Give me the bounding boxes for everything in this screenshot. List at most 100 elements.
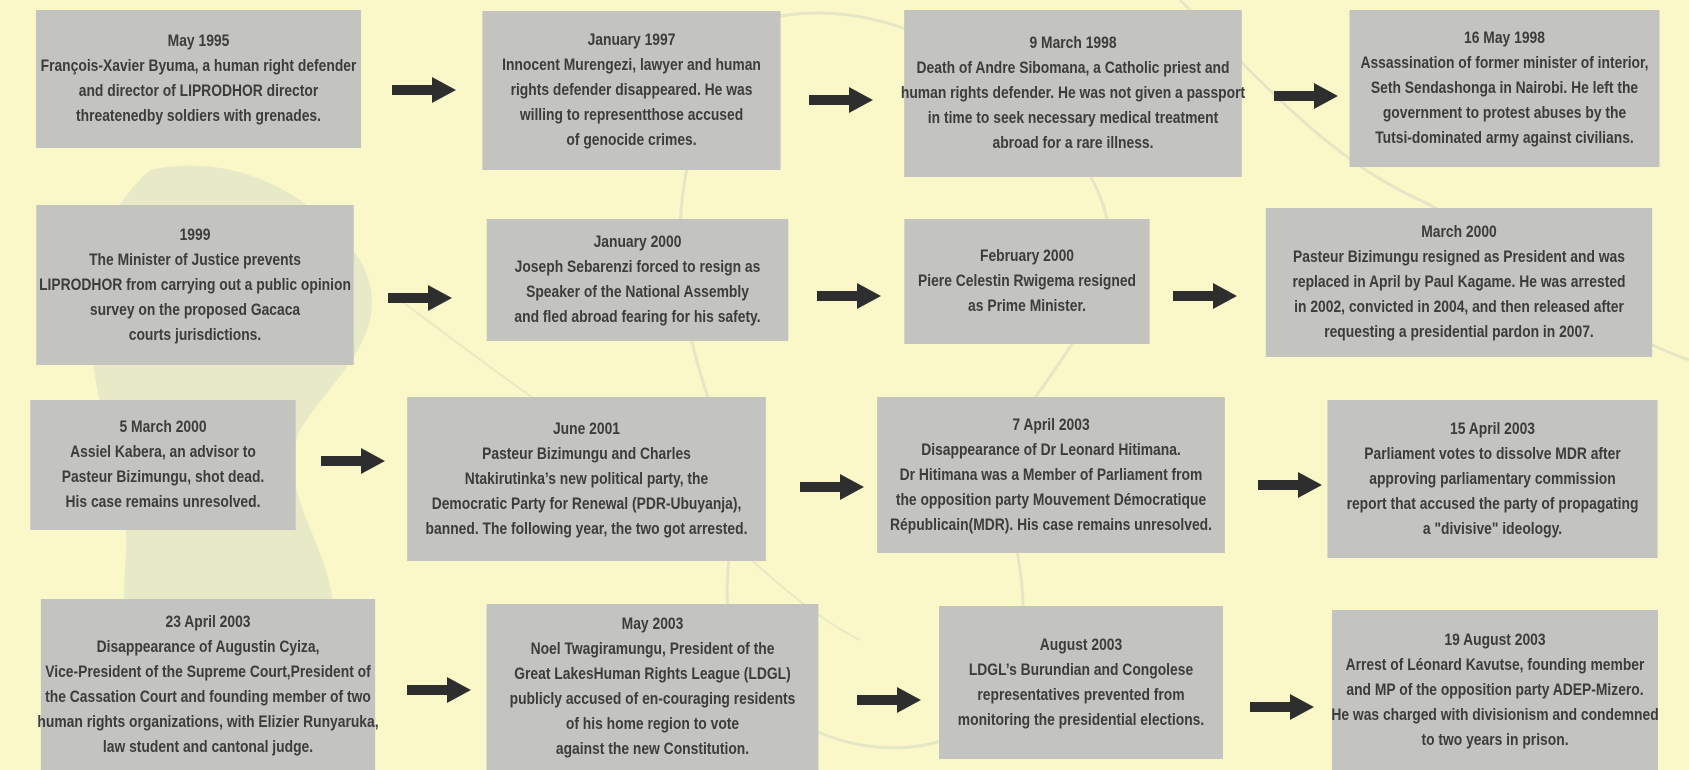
- event-text: Pasteur Bizimungu resigned as President …: [1293, 248, 1625, 266]
- arrow-right-icon: [407, 677, 471, 703]
- event-text: Ntakirutinka’s new political party, the: [464, 469, 709, 488]
- event-text: report that accused the party of propaga…: [1346, 494, 1639, 513]
- event-date: 7 April 2003: [1012, 415, 1090, 434]
- event-box-february-2000: February 2000 Piere Celestin Rwigema res…: [904, 219, 1150, 344]
- event-text: Speaker of the National Assembly: [526, 283, 749, 301]
- event-text: His case remains unresolved.: [65, 493, 261, 511]
- event-text: law student and cantonal judge.: [102, 737, 314, 756]
- event-date: May 1995: [167, 32, 230, 50]
- event-box-may-2003: May 2003 Noel Twagiramungu, President of…: [486, 604, 819, 770]
- arrow-right-icon: [1274, 83, 1338, 109]
- event-text: Assiel Kabera, an advisor to: [70, 443, 256, 461]
- arrow-right-icon: [817, 283, 881, 309]
- event-text: Innocent Murengezi, lawyer and human: [502, 56, 761, 74]
- event-date: March 2000: [1421, 223, 1497, 241]
- event-text: Pasteur Bizimungu and Charles: [482, 444, 691, 463]
- event-text: and fled abroad fearing for his safety.: [514, 308, 761, 326]
- event-text: Dr Hitimana was a Member of Parliament f…: [899, 465, 1203, 484]
- event-text: in 2002, convicted in 2004, and then rel…: [1294, 298, 1624, 316]
- event-box-15-april-2003: 15 April 2003 Parliament votes to dissol…: [1327, 400, 1658, 558]
- event-date: May 2003: [621, 615, 684, 633]
- arrow-right-icon: [1258, 472, 1322, 498]
- event-text: courts jurisdictions.: [128, 325, 262, 344]
- event-text: Democratic Party for Renewal (PDR-Ubuyan…: [431, 494, 742, 513]
- event-text: and MP of the opposition party ADEP-Mize…: [1346, 680, 1644, 699]
- event-text: human rights defender. He was not given …: [900, 84, 1246, 102]
- event-text: He was charged with divisionism and cond…: [1331, 705, 1659, 724]
- event-text: replaced in April by Paul Kagame. He was…: [1292, 273, 1626, 291]
- arrow-right-icon: [809, 87, 873, 113]
- event-text: Assassination of former minister of inte…: [1360, 54, 1649, 72]
- event-date: January 1997: [587, 31, 676, 49]
- event-text: against the new Constitution.: [555, 740, 750, 758]
- event-date: June 2001: [552, 419, 621, 438]
- event-box-9-march-1998: 9 March 1998 Death of Andre Sibomana, a …: [900, 10, 1246, 177]
- event-text: the Cassation Court and founding member …: [45, 687, 371, 706]
- event-text: willing to representthose accused: [519, 106, 744, 124]
- event-text: government to protest abuses by the: [1382, 104, 1627, 122]
- event-text: banned. The following year, the two got …: [425, 519, 748, 538]
- arrow-right-icon: [392, 77, 456, 103]
- event-date: 19 August 2003: [1444, 630, 1546, 649]
- event-text: rights defender disappeared. He was: [510, 81, 753, 99]
- event-text: the opposition party Mouvement Démocrati…: [895, 490, 1207, 509]
- event-text: and director of LIPRODHOR director: [78, 82, 319, 100]
- event-date: 1999: [179, 225, 211, 244]
- event-text: François-Xavier Byuma, a human right def…: [40, 57, 357, 75]
- event-box-june-2001: June 2001 Pasteur Bizimungu and Charles …: [407, 397, 766, 561]
- event-date: 16 May 1998: [1464, 29, 1545, 47]
- event-date: February 2000: [979, 247, 1075, 265]
- event-text: approving parliamentary commission: [1369, 469, 1616, 488]
- event-text: publicly accused of en-couraging residen…: [509, 690, 796, 708]
- event-text: in time to seek necessary medical treatm…: [927, 109, 1219, 127]
- event-text: Great LakesHuman Rights League (LDGL): [514, 665, 791, 683]
- arrow-right-icon: [1173, 283, 1237, 309]
- event-text: as Prime Minister.: [968, 297, 1086, 315]
- event-text: Pasteur Bizimungu, shot dead.: [61, 468, 265, 486]
- event-text: threatenedby soldiers with grenades.: [76, 107, 321, 125]
- event-text: Joseph Sebarenzi forced to resign as: [514, 258, 761, 276]
- event-date: 9 March 1998: [1029, 34, 1117, 52]
- event-date: January 2000: [593, 233, 682, 251]
- event-text: Seth Sendashonga in Nairobi. He left the: [1370, 79, 1639, 97]
- event-text: representatives prevented from: [977, 685, 1185, 704]
- arrow-right-icon: [800, 474, 864, 500]
- event-text: Piere Celestin Rwigema resigned: [917, 272, 1136, 290]
- event-text: Républicain(MDR). His case remains unres…: [890, 515, 1212, 534]
- event-box-16-may-1998: 16 May 1998 Assassination of former mini…: [1349, 10, 1660, 167]
- event-text: Disappearance of Dr Leonard Hitimana.: [921, 440, 1181, 459]
- event-box-january-2000: January 2000 Joseph Sebarenzi forced to …: [486, 219, 789, 341]
- event-text: Arrest of Léonard Kavutse, founding memb…: [1345, 655, 1645, 674]
- arrow-right-icon: [388, 285, 452, 311]
- event-text: Disappearance of Augustin Cyiza,: [96, 637, 320, 656]
- event-text: The Minister of Justice prevents: [89, 250, 301, 269]
- event-text: to two years in prison.: [1421, 730, 1569, 749]
- event-text: of genocide crimes.: [566, 131, 697, 149]
- event-box-march-2000: March 2000 Pasteur Bizimungu resigned as…: [1265, 208, 1653, 357]
- event-text: requesting a presidential pardon in 2007…: [1324, 323, 1594, 341]
- event-date: August 2003: [1039, 635, 1123, 654]
- event-text: Death of Andre Sibomana, a Catholic prie…: [916, 59, 1230, 77]
- event-text: survey on the proposed Gacaca: [89, 300, 301, 319]
- event-box-7-april-2003: 7 April 2003 Disappearance of Dr Leonard…: [877, 397, 1225, 553]
- event-text: abroad for a rare illness.: [992, 134, 1154, 152]
- event-date: 23 April 2003: [165, 612, 251, 631]
- event-box-august-2003: August 2003 LDGL’s Burundian and Congole…: [939, 606, 1223, 759]
- event-text: LIPRODHOR from carrying out a public opi…: [39, 275, 351, 294]
- event-text: of his home region to vote: [565, 715, 740, 733]
- event-text: Parliament votes to dissolve MDR after: [1364, 444, 1621, 463]
- event-date: 15 April 2003: [1449, 419, 1535, 438]
- event-box-23-april-2003: 23 April 2003 Disappearance of Augustin …: [37, 599, 379, 770]
- event-text: human rights organizations, with Elizier…: [37, 712, 379, 731]
- arrow-right-icon: [857, 687, 921, 713]
- event-text: monitoring the presidential elections.: [957, 710, 1205, 729]
- event-box-5-march-2000: 5 March 2000 Assiel Kabera, an advisor t…: [30, 400, 296, 530]
- event-box-19-august-2003: 19 August 2003 Arrest of Léonard Kavutse…: [1331, 610, 1659, 770]
- arrow-right-icon: [321, 448, 385, 474]
- arrow-right-icon: [1250, 694, 1314, 720]
- event-box-1999: 1999 The Minister of Justice prevents LI…: [36, 205, 354, 365]
- event-box-may-1995: May 1995 François-Xavier Byuma, a human …: [35, 10, 362, 148]
- event-date: 5 March 2000: [119, 418, 207, 436]
- event-text: Vice-President of the Supreme Court,Pres…: [45, 662, 371, 681]
- event-text: LDGL’s Burundian and Congolese: [968, 660, 1194, 679]
